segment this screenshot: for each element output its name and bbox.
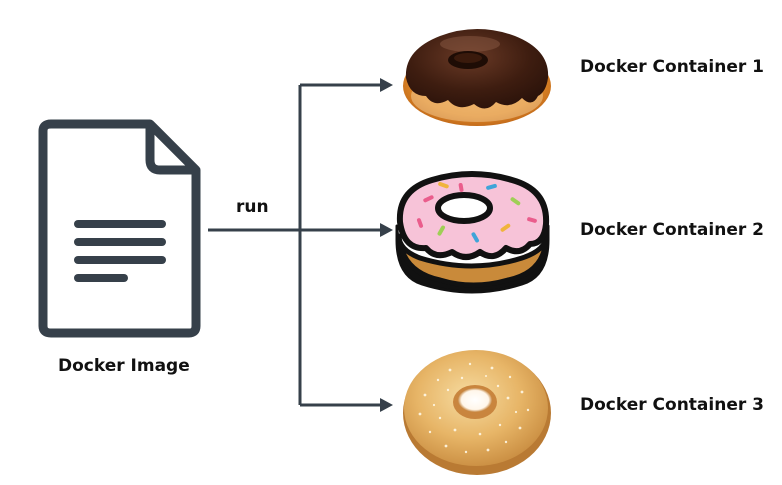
run-label: run: [236, 197, 269, 217]
pink-sprinkle-donut-icon: [395, 171, 550, 294]
container-3-label: Docker Container 3: [580, 395, 764, 415]
sugar-donut-icon: [403, 350, 551, 475]
docker-image-label: Docker Image: [58, 356, 190, 376]
container-2-label: Docker Container 2: [580, 220, 764, 240]
document-icon: [38, 119, 201, 338]
arrowhead-3: [380, 398, 393, 412]
run-connector: [208, 83, 387, 407]
arrowhead-2: [380, 223, 393, 237]
arrowhead-1: [380, 78, 393, 92]
container-1-label: Docker Container 1: [580, 57, 764, 77]
chocolate-donut-icon: [403, 29, 551, 126]
